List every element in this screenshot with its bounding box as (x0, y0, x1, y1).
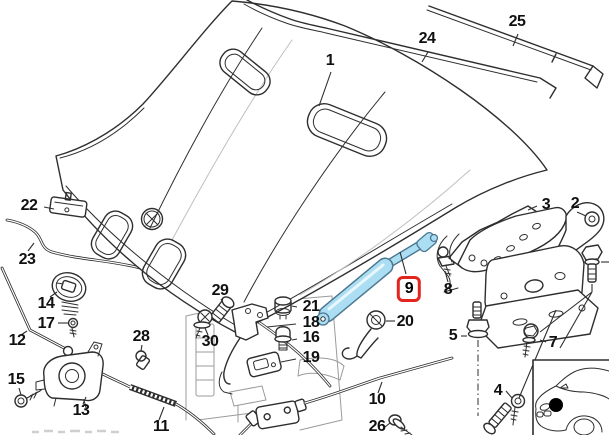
screw-bottom-center (483, 402, 512, 435)
plate-19 (246, 351, 282, 378)
part-label-2[interactable]: 2 (570, 195, 580, 212)
body-frame-structure (185, 289, 345, 431)
buffer-21 (274, 296, 292, 320)
part-label-20[interactable]: 20 (396, 313, 414, 330)
lock-cylinder-14 (51, 271, 87, 316)
part-label-8[interactable]: 8 (443, 281, 453, 298)
part-label-3[interactable]: 3 (541, 196, 551, 213)
hood-vent-right (306, 103, 388, 157)
bolt-5 (466, 301, 490, 416)
part-label-23[interactable]: 23 (18, 251, 36, 268)
part-label-4[interactable]: 4 (493, 382, 503, 399)
part-label-17[interactable]: 17 (37, 315, 55, 332)
part-label-19[interactable]: 19 (302, 349, 320, 366)
part-label-7[interactable]: 7 (548, 334, 558, 351)
part-label-25[interactable]: 25 (508, 13, 526, 30)
bolt-7 (522, 323, 539, 358)
part-label-13[interactable]: 13 (72, 402, 90, 419)
part-label-26[interactable]: 26 (368, 418, 386, 435)
seal-strip-24 (243, 0, 557, 99)
screw-26 (388, 414, 413, 435)
hood-panel (55, 0, 548, 334)
roundel-emblem (140, 207, 164, 231)
kidney-grille-right (141, 238, 187, 290)
part-label-5[interactable]: 5 (448, 327, 458, 344)
part-label-1[interactable]: 1 (325, 52, 335, 69)
screw-30 (193, 309, 213, 339)
part-label-10[interactable]: 10 (368, 391, 386, 408)
bolt-6-unlabeled (539, 244, 609, 349)
part-label-16[interactable]: 16 (302, 329, 320, 346)
kidney-grille-left (90, 210, 134, 260)
part-label-29[interactable]: 29 (211, 282, 229, 299)
bracket-18 (218, 303, 269, 395)
part-label-14[interactable]: 14 (37, 295, 55, 312)
prop-rod-12 (0, 266, 74, 357)
part-label-12[interactable]: 12 (8, 332, 26, 349)
part-label-9[interactable]: 9 (396, 276, 422, 302)
part-label-18[interactable]: 18 (302, 314, 320, 331)
part-label-15[interactable]: 15 (7, 371, 25, 388)
gas-strut-9 (316, 231, 439, 326)
watermark-fragment (32, 429, 119, 434)
hood-latch-13 (35, 341, 104, 409)
bowden-cable-23 (5, 218, 332, 388)
part-label-28[interactable]: 28 (132, 328, 150, 345)
car-location-inset (532, 359, 609, 435)
part-label-24[interactable]: 24 (418, 30, 436, 47)
part-label-30[interactable]: 30 (201, 333, 219, 350)
bowden-cable-10 (238, 356, 454, 435)
part-label-22[interactable]: 22 (20, 197, 38, 214)
hood-location-dot (549, 398, 563, 412)
part-label-11[interactable]: 11 (153, 418, 169, 435)
bracket-22 (49, 191, 88, 218)
buffer-16 (274, 326, 292, 351)
hood-vent-left (219, 48, 271, 96)
screw-29 (210, 296, 235, 323)
screw-17 (67, 317, 79, 338)
seal-strip-25 (426, 5, 604, 89)
part-label-21[interactable]: 21 (302, 298, 320, 315)
leader-lines (18, 33, 587, 428)
release-lever-20 (341, 310, 386, 360)
